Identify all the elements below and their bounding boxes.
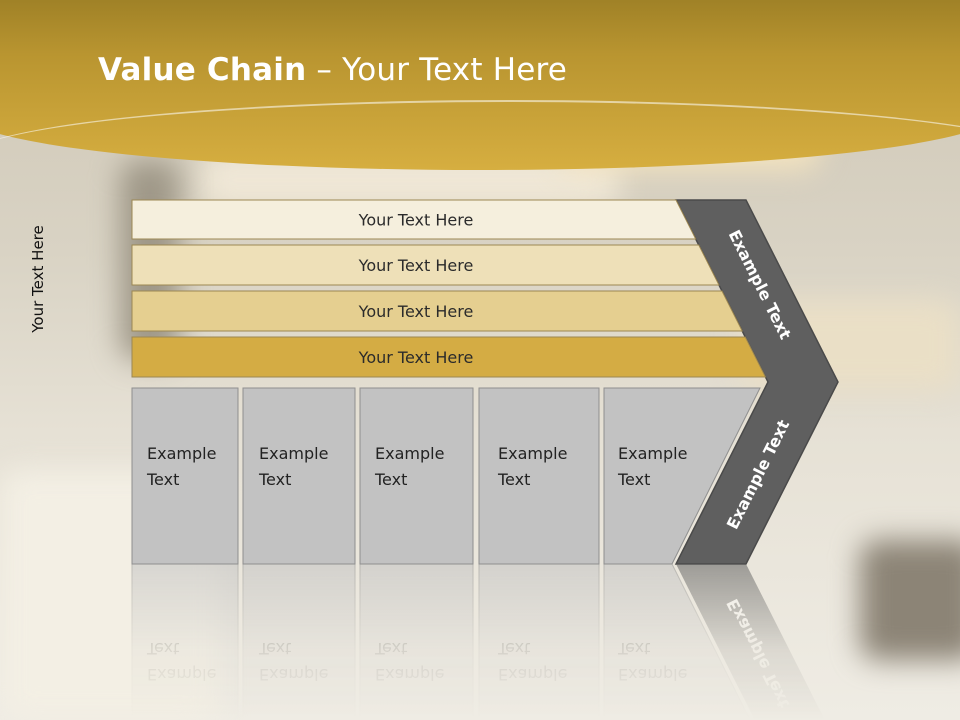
example-box-text-line1: Example	[618, 444, 687, 463]
example-box-text-line1: Example	[498, 444, 567, 463]
example-box-text-line1: Example	[618, 665, 687, 684]
value-bar-1	[131, 199, 697, 240]
example-box-5	[603, 563, 751, 720]
example-box-text-line1: Example	[375, 444, 444, 463]
value-bar-label: Your Text Here	[358, 256, 474, 275]
example-box-text-line1: Example	[259, 444, 328, 463]
example-box-4	[478, 387, 600, 565]
example-box-text-line1: Example	[375, 665, 444, 684]
example-box-3	[359, 387, 474, 565]
chevron-arrow-reflection	[676, 564, 825, 720]
example-box-text-line2: Text	[374, 470, 407, 489]
example-box-1	[131, 387, 239, 565]
example-box-text-line1: Example	[259, 665, 328, 684]
example-box-text-line1: Example	[147, 444, 216, 463]
value-bar-label: Your Text Here	[358, 302, 474, 321]
example-box-4	[478, 563, 600, 720]
example-box-text-line2: Text	[497, 470, 530, 489]
example-box-text-line1: Example	[498, 665, 567, 684]
value-bar-2	[131, 244, 720, 286]
title-rest: – Your Text Here	[306, 52, 568, 88]
slide-title: Value Chain – Your Text Here	[98, 52, 567, 88]
example-box-text-line2: Text	[258, 639, 291, 658]
example-box-text-line2: Text	[146, 470, 179, 489]
value-bar-3	[131, 290, 744, 332]
example-box-text-line1: Example	[147, 665, 216, 684]
example-box-2	[242, 387, 356, 565]
header-highlight-curve	[0, 100, 960, 222]
example-box-text-line2: Text	[617, 470, 650, 489]
value-bar-label: Your Text Here	[358, 211, 474, 230]
example-box-3	[359, 563, 474, 720]
example-box-text-line2: Text	[374, 639, 407, 658]
example-box-text-line2: Text	[146, 639, 179, 658]
example-box-1	[131, 563, 239, 720]
example-box-2	[242, 563, 356, 720]
title-bold: Value Chain	[98, 52, 307, 88]
example-box-text-line2: Text	[617, 639, 650, 658]
example-box-text-line2: Text	[258, 470, 291, 489]
background-blur-shape	[860, 540, 960, 660]
value-bar-4	[131, 336, 767, 378]
value-bar-label: Your Text Here	[358, 348, 474, 367]
example-box-text-line2: Text	[497, 639, 530, 658]
